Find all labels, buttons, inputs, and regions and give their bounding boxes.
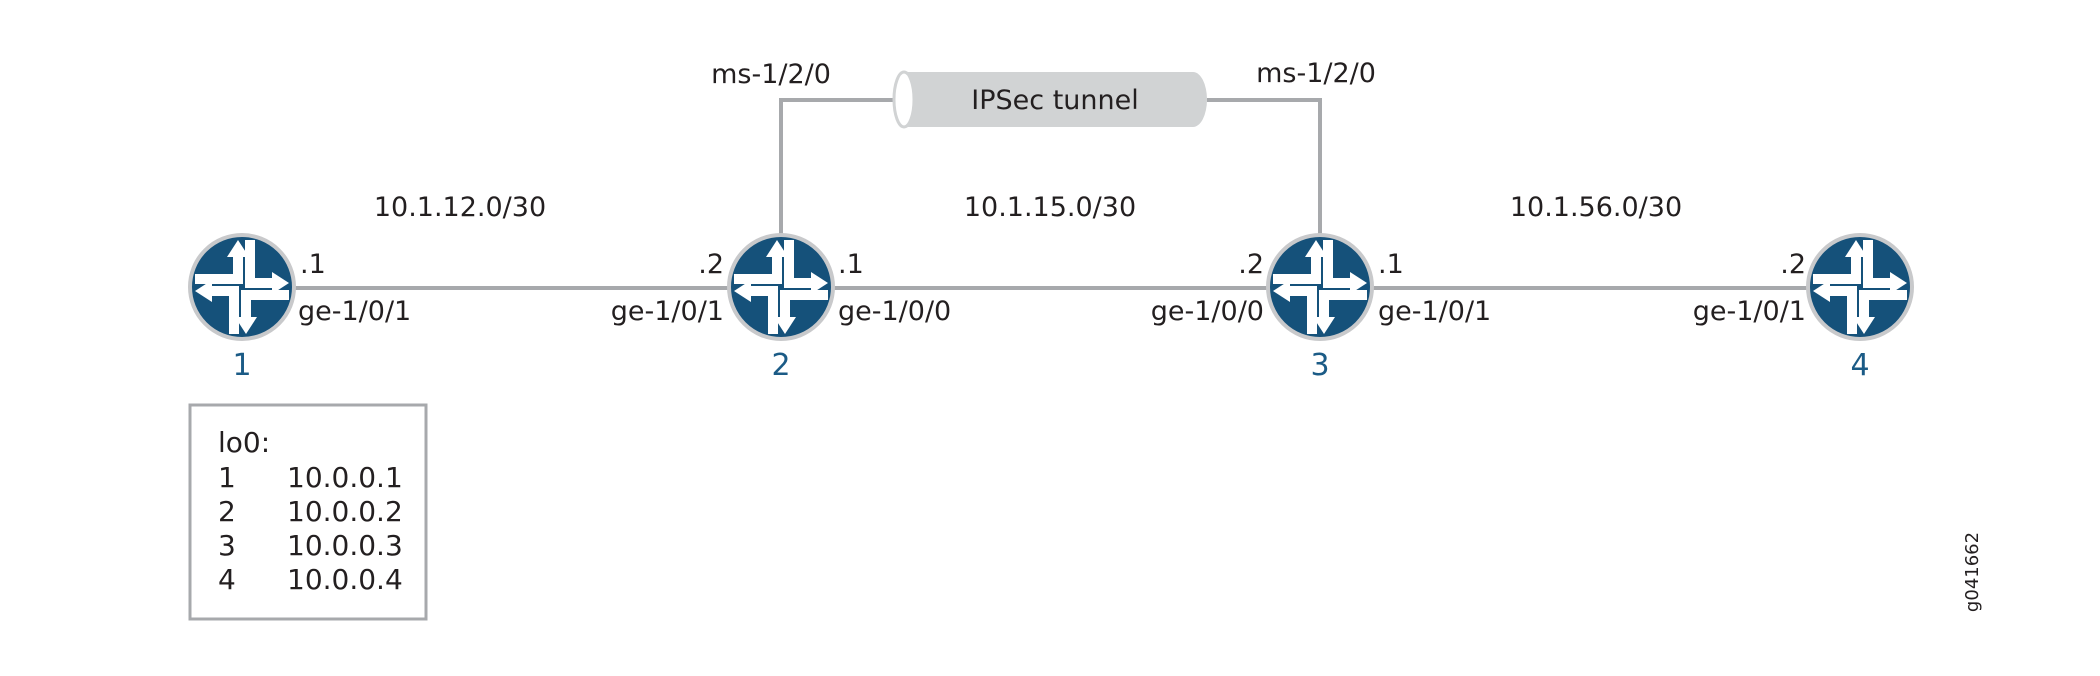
legend-address: 10.0.0.1: [287, 461, 403, 494]
subnet-label: 10.1.12.0/30: [374, 192, 546, 223]
address-label: .1: [300, 249, 326, 280]
router-icon: [1806, 233, 1914, 341]
tunnel-link-left: [779, 98, 904, 236]
router-1: 1: [188, 233, 296, 383]
interface-label: ge-1/0/1: [611, 296, 724, 327]
address-label: .2: [698, 249, 724, 280]
subnet-label: 10.1.56.0/30: [1510, 192, 1682, 223]
interface-label: ge-1/0/1: [1378, 296, 1491, 327]
legend-title: lo0:: [218, 426, 270, 459]
router-4: 4: [1806, 233, 1914, 383]
loopback-legend: lo0: 1 10.0.0.1 2 10.0.0.2 3 10.0.0.3 4 …: [188, 403, 428, 621]
interface-label: ge-1/0/0: [1151, 296, 1264, 327]
router-2: 2: [727, 233, 835, 383]
address-label: .2: [1238, 249, 1264, 280]
router-number: 4: [1850, 348, 1869, 383]
legend-router: 1: [218, 461, 236, 494]
address-label: .1: [838, 249, 864, 280]
router-number: 1: [232, 348, 251, 383]
legend-router: 4: [218, 563, 236, 596]
address-label: .1: [1378, 249, 1404, 280]
interface-label: ge-1/0/1: [1693, 296, 1806, 327]
router-3: 3: [1266, 233, 1374, 383]
address-label: .2: [1780, 249, 1806, 280]
router-icon: [1266, 233, 1374, 341]
interface-label: ge-1/0/1: [298, 296, 411, 327]
legend-router: 3: [218, 529, 236, 562]
tunnel-right-interface: ms-1/2/0: [1256, 58, 1376, 89]
tunnel-left-interface: ms-1/2/0: [711, 59, 831, 90]
subnet-label: 10.1.15.0/30: [964, 192, 1136, 223]
figure-id: g041662: [1962, 532, 1983, 612]
tunnel-link-right: [1207, 98, 1322, 236]
router-icon: [188, 233, 296, 341]
legend-router: 2: [218, 495, 236, 528]
interface-label: ge-1/0/0: [838, 296, 951, 327]
legend-address: 10.0.0.4: [287, 563, 403, 596]
legend-address: 10.0.0.3: [287, 529, 403, 562]
ipsec-tunnel: IPSec tunnel: [892, 70, 1207, 129]
legend-address: 10.0.0.2: [287, 495, 403, 528]
router-number: 3: [1310, 348, 1329, 383]
router-number: 2: [771, 348, 790, 383]
router-icon: [727, 233, 835, 341]
tunnel-label: IPSec tunnel: [971, 85, 1138, 116]
